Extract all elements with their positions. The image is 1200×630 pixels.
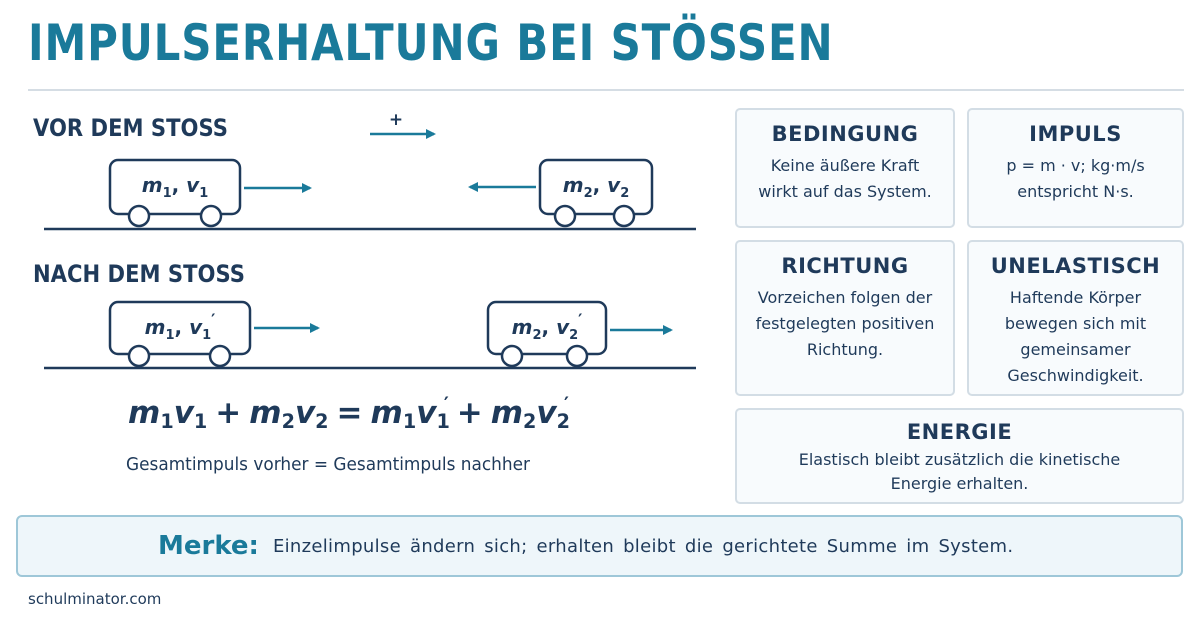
wheel-icon xyxy=(199,204,223,228)
card-energie: ENERGIE Elastisch bleibt zusätzlich die … xyxy=(735,408,1184,504)
before-collision-label: VOR DEM STOSS xyxy=(33,114,228,142)
after-collision-label: NACH DEM STOSS xyxy=(33,260,245,288)
cart-body xyxy=(108,158,242,216)
cart-body xyxy=(538,158,654,216)
cart-2-after: m2, v2′ xyxy=(486,300,608,368)
card-title: IMPULS xyxy=(1029,122,1122,146)
wheel-icon xyxy=(208,344,232,368)
wheel-icon xyxy=(500,344,524,368)
wheel-icon xyxy=(127,204,151,228)
wheel-icon xyxy=(553,204,577,228)
momentum-equation: m1v1+m2v2=m1v1′+m2v2′ xyxy=(128,394,570,433)
positive-sign: + xyxy=(389,110,403,130)
merke-text: Einzelimpulse ändern sich; erhalten blei… xyxy=(272,535,1014,557)
wheel-icon xyxy=(127,344,151,368)
wheel-icon xyxy=(612,204,636,228)
card-title: RICHTUNG xyxy=(781,254,909,278)
positive-direction-indicator: + xyxy=(370,110,436,139)
collision-diagram: + m1, v1 m2, v2 m1, v1′ m2, v2′ xyxy=(44,110,696,370)
cart-1-after: m1, v1′ xyxy=(108,300,252,368)
cart-2-before: m2, v2 xyxy=(538,158,654,228)
cart-body xyxy=(108,300,252,356)
card-title: ENERGIE xyxy=(906,420,1013,444)
page-title: IMPULSERHALTUNG BEI STÖSSEN xyxy=(28,14,834,72)
merke-label: Merke: xyxy=(158,531,259,561)
cart-body xyxy=(486,300,608,356)
cart-label: m1, v1′ xyxy=(145,310,216,343)
merke-box: Merke: Einzelimpulse ändern sich; erhalt… xyxy=(16,515,1183,577)
wheel-icon xyxy=(565,344,589,368)
equation-caption: Gesamtimpuls vorher = Gesamtimpuls nachh… xyxy=(126,454,530,475)
cart-label: m2, v2′ xyxy=(512,310,583,343)
footer-source: schulminator.com xyxy=(28,590,162,608)
cart-1-before: m1, v1 xyxy=(108,158,242,228)
cart-label: m2, v2 xyxy=(563,173,630,201)
title-divider xyxy=(28,89,1184,91)
card-title: UNELASTISCH xyxy=(990,254,1161,278)
card-title: BEDINGUNG xyxy=(771,122,919,146)
card-text: Elastisch bleibt zusätzlich die kinetisc… xyxy=(798,450,1121,493)
cart-label: m1, v1 xyxy=(142,173,209,201)
